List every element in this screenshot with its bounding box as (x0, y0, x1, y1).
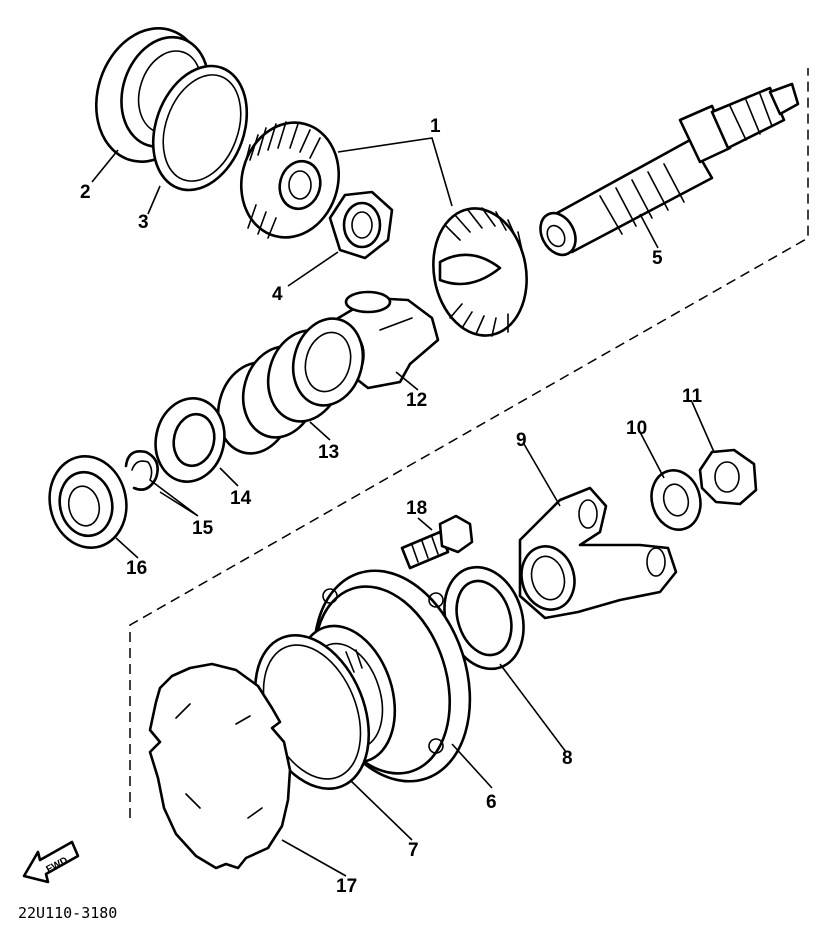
part-5-drive-shaft (539, 82, 800, 257)
callout-5: 5 (652, 248, 663, 269)
callout-11: 11 (682, 386, 703, 407)
callout-3: 3 (138, 212, 149, 233)
callout-12: 12 (406, 390, 427, 411)
callout-4: 4 (272, 284, 283, 305)
part-13-spring (216, 317, 365, 455)
part-11-nut (698, 448, 758, 506)
part-18-bolt (400, 514, 474, 570)
group-outline (129, 68, 809, 818)
part-1-bevel-gear-front (239, 121, 341, 239)
part-1-bevel-gear-rear (432, 207, 528, 337)
part-17-tab-washer (148, 662, 292, 870)
callout-15: 15 (192, 518, 214, 539)
callout-1: 1 (430, 116, 441, 137)
callout-17: 17 (336, 876, 357, 897)
callout-7: 7 (408, 840, 419, 861)
part-9-yoke (518, 486, 678, 620)
callouts: 1 2 3 4 5 6 7 8 9 10 11 12 13 14 15 16 1… (80, 116, 703, 897)
part-10-washer (650, 469, 702, 531)
callout-2: 2 (80, 182, 91, 203)
callout-10: 10 (626, 418, 647, 439)
part-14-washer (154, 397, 226, 483)
drawing-code: 22U110-3180 (18, 904, 117, 922)
callout-6: 6 (486, 792, 497, 813)
part-4-nut (328, 190, 394, 260)
callout-16: 16 (126, 558, 147, 579)
part-3-shim (151, 64, 249, 192)
part-8-oil-seal (443, 565, 525, 671)
leader-lines (91, 137, 715, 877)
fwd-arrow-icon: FWD (22, 840, 80, 884)
part-16-bearing (48, 455, 128, 549)
callout-13: 13 (318, 442, 339, 463)
part-15-clip (124, 450, 159, 491)
callout-8: 8 (562, 748, 573, 769)
callout-14: 14 (230, 488, 252, 509)
callout-9: 9 (516, 430, 527, 451)
callout-18: 18 (406, 498, 427, 519)
